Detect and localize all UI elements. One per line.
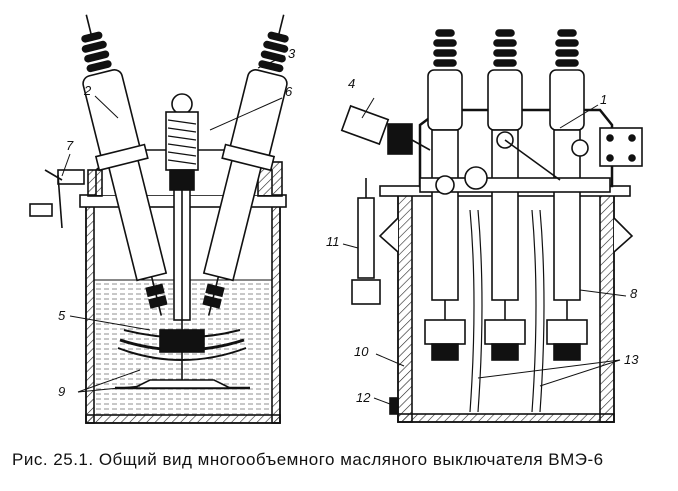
callout-lines: [61, 55, 627, 405]
right-view: [340, 29, 643, 423]
left-view: [29, 14, 289, 424]
label-8: 8: [630, 286, 638, 301]
label-9: 9: [58, 384, 65, 399]
label-10: 10: [354, 344, 369, 359]
label-4: 4: [348, 76, 355, 91]
label-3: 3: [288, 46, 296, 61]
reference-labels: 1 2 3 4 5 6 7 8 9 10 11 12 13: [58, 46, 639, 405]
bushing-phase-b: [484, 29, 526, 361]
label-1: 1: [600, 92, 607, 107]
label-11: 11: [326, 234, 340, 249]
label-7: 7: [66, 138, 74, 153]
label-5: 5: [58, 308, 66, 323]
bushing-phase-a: [424, 29, 466, 361]
label-2: 2: [83, 83, 92, 98]
bushing-phase-c: [546, 29, 588, 361]
bushing-left: [81, 14, 168, 316]
bushing-right: [202, 14, 289, 316]
label-6: 6: [285, 84, 293, 99]
label-13: 13: [624, 352, 639, 367]
figure-caption: Рис. 25.1. Общий вид многообъемного масл…: [12, 450, 604, 469]
label-12: 12: [356, 390, 371, 405]
